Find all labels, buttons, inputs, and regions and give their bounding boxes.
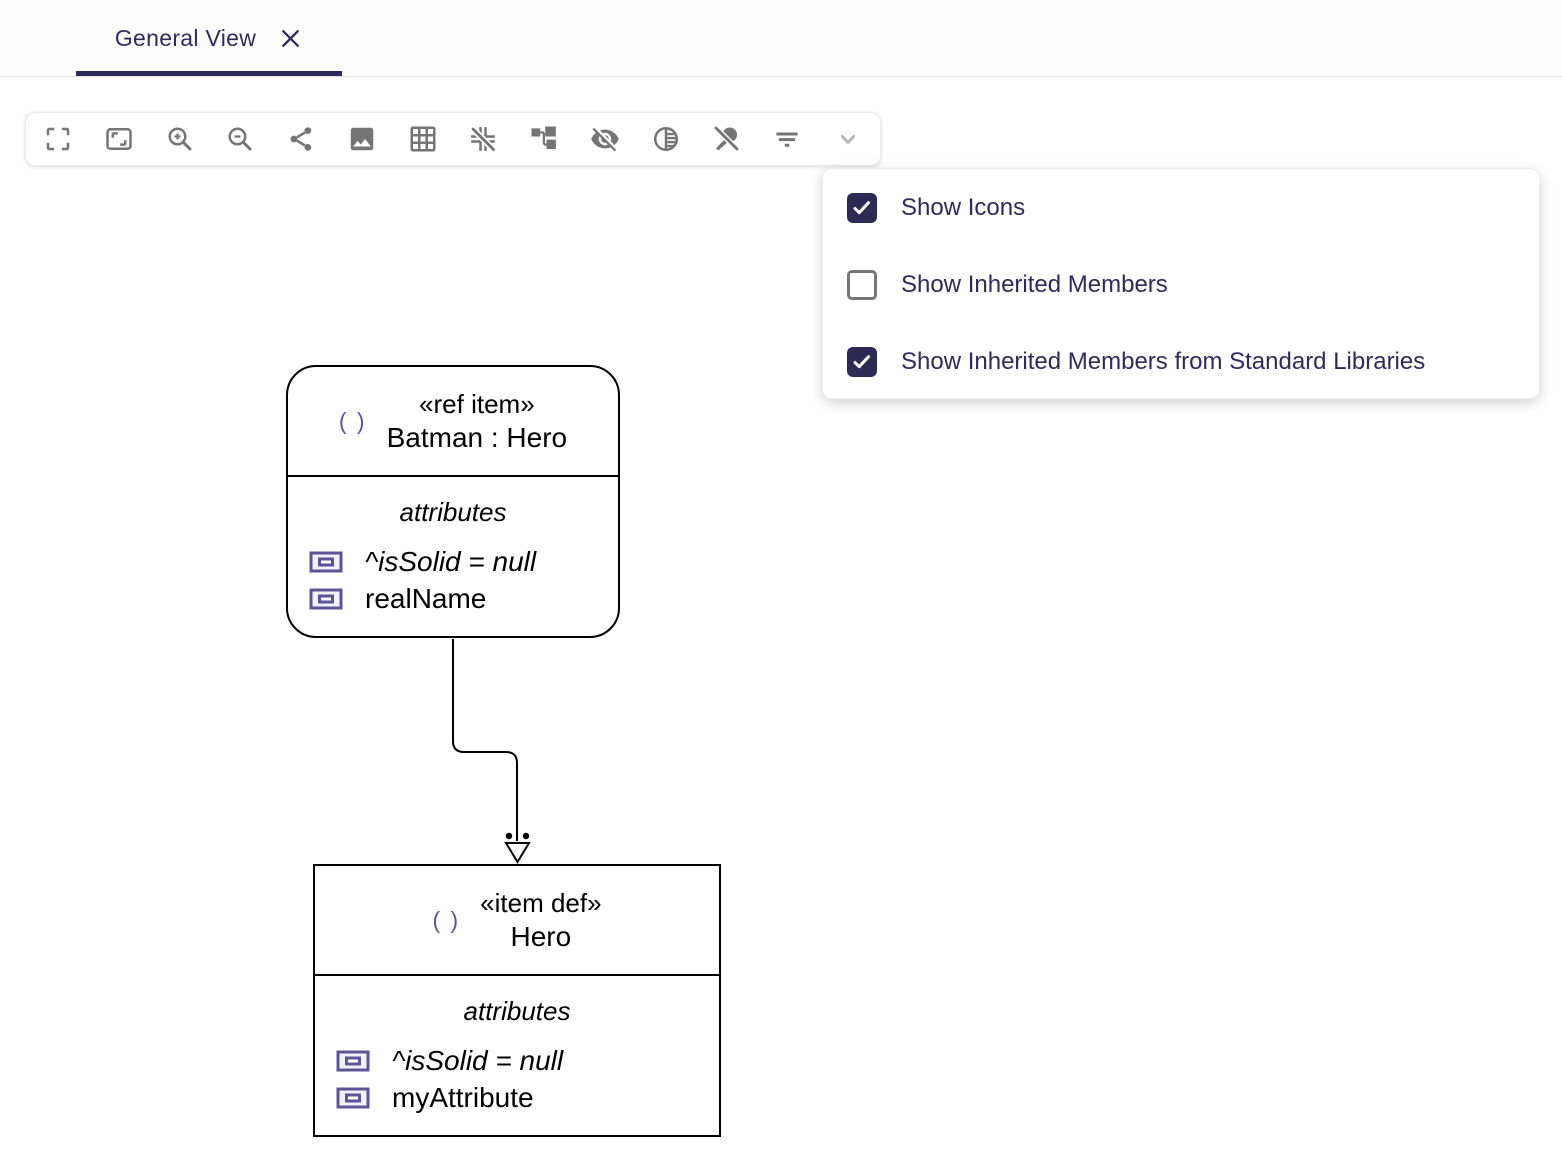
zoom-out-icon xyxy=(228,127,252,151)
check-icon xyxy=(853,200,870,214)
attribute-text: ^isSolid = null xyxy=(365,546,537,577)
fullscreen-button[interactable] xyxy=(40,121,76,157)
checkbox-show-icons[interactable] xyxy=(847,192,877,223)
pin-off-icon xyxy=(714,125,740,152)
item-parentheses-icon: ( ) xyxy=(338,407,367,434)
attribute-row[interactable]: ^isSolid = null xyxy=(309,546,537,577)
filter-item-show-inherited-members-std-libs[interactable]: Show Inherited Members from Standard Lib… xyxy=(823,323,1539,400)
filter-item-label: Show Icons xyxy=(901,193,1026,221)
node-stereotype: «ref item» xyxy=(419,388,535,419)
attribute-text: myAttribute xyxy=(392,1082,534,1113)
filter-item-show-inherited-members[interactable]: Show Inherited Members xyxy=(823,246,1539,323)
tab-general-view[interactable]: General View xyxy=(76,0,342,76)
tab-active-indicator xyxy=(76,71,342,76)
attribute-icon xyxy=(336,1087,370,1109)
chevron-down-icon xyxy=(840,135,856,144)
attribute-icon xyxy=(309,551,343,573)
fade-elements-button[interactable] xyxy=(648,121,684,157)
edge-dot-left xyxy=(505,832,513,840)
unpin-elements-button[interactable] xyxy=(708,121,744,157)
hide-elements-button[interactable] xyxy=(587,121,623,157)
filter-button[interactable] xyxy=(769,121,805,157)
toolbar-expand-button[interactable] xyxy=(830,121,866,157)
close-icon xyxy=(282,29,300,47)
node-header: ( ) «item def» Hero xyxy=(315,866,719,976)
filter-item-label: Show Inherited Members from Standard Lib… xyxy=(901,347,1426,375)
arrange-all-button[interactable] xyxy=(526,121,562,157)
grid-button[interactable] xyxy=(405,121,441,157)
snap-to-grid-off-button[interactable] xyxy=(465,121,501,157)
attribute-row[interactable]: myAttribute xyxy=(336,1082,534,1113)
contrast-icon xyxy=(653,126,678,152)
zoom-in-icon xyxy=(168,127,192,151)
filter-item-show-icons[interactable]: Show Icons xyxy=(823,169,1539,246)
node-hero[interactable]: ( ) «item def» Hero attributes ^isSolid … xyxy=(313,864,721,1137)
attribute-row[interactable]: ^isSolid = null xyxy=(336,1045,564,1076)
filter-item-label: Show Inherited Members xyxy=(901,270,1168,298)
image-icon xyxy=(350,127,374,151)
fit-to-screen-button[interactable] xyxy=(101,121,137,157)
attribute-text: ^isSolid = null xyxy=(392,1045,564,1076)
node-batman-hero[interactable]: ( ) «ref item» Batman : Hero attributes … xyxy=(286,365,620,638)
edge-dot-right xyxy=(522,832,530,840)
tab-bar: General View xyxy=(0,0,1562,77)
fullscreen-icon xyxy=(46,127,70,151)
tree-layout-icon xyxy=(531,126,556,149)
fit-to-screen-icon xyxy=(106,127,132,151)
attribute-row[interactable]: realName xyxy=(309,583,487,614)
node-name: Hero xyxy=(510,920,572,952)
item-parentheses-icon: ( ) xyxy=(432,906,461,933)
attribute-icon xyxy=(336,1050,370,1072)
grid-icon xyxy=(410,126,436,152)
checkbox-show-inherited-members-std-libs[interactable] xyxy=(847,346,877,377)
diagram-toolbar xyxy=(25,112,881,166)
checkbox-show-inherited-members[interactable] xyxy=(847,269,877,300)
share-icon xyxy=(290,127,312,151)
tab-label: General View xyxy=(114,24,257,51)
attribute-text: realName xyxy=(365,583,487,614)
compartment-label: attributes xyxy=(463,996,571,1026)
check-icon xyxy=(853,354,870,368)
attribute-icon xyxy=(309,588,343,610)
zoom-out-button[interactable] xyxy=(222,121,258,157)
edge-path[interactable] xyxy=(452,639,518,841)
diagram-filter-menu: Show Icons Show Inherited Members Show I… xyxy=(822,168,1540,399)
close-tab-button[interactable] xyxy=(278,26,303,51)
eye-off-icon xyxy=(591,127,619,152)
node-stereotype: «item def» xyxy=(480,887,602,918)
node-name: Batman : Hero xyxy=(386,421,568,453)
edge-arrowhead-triangle xyxy=(504,842,531,864)
share-button[interactable] xyxy=(283,121,319,157)
compartment-label: attributes xyxy=(399,497,507,527)
export-image-button[interactable] xyxy=(344,121,380,157)
zoom-in-button[interactable] xyxy=(162,121,198,157)
filter-list-icon xyxy=(776,132,798,147)
node-header: ( ) «ref item» Batman : Hero xyxy=(288,367,618,477)
snap-to-grid-off-icon xyxy=(471,126,497,152)
